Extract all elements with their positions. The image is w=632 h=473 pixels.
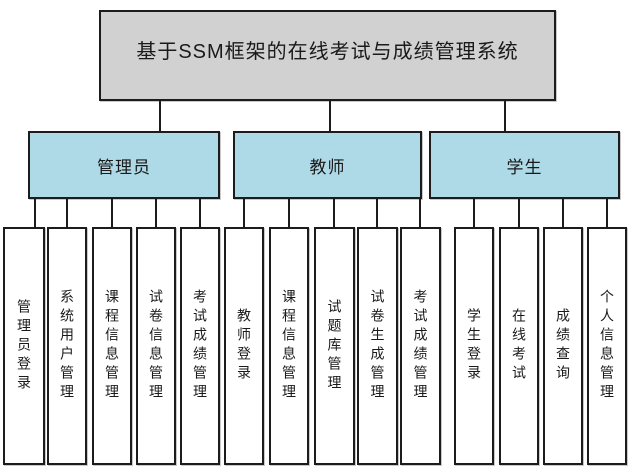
- connector-admin-2: [66, 197, 68, 228]
- connector-admin-4: [155, 197, 157, 228]
- leaf-node-admin-exam-score-mgmt-label: 考试成绩管理: [192, 289, 208, 403]
- connector-teacher-4: [376, 197, 378, 228]
- leaf-node-system-user-mgmt: 系统用户管理: [47, 227, 87, 465]
- leaf-node-admin-course-info-mgmt-label: 课程信息管理: [104, 289, 120, 403]
- branch-node-admin-label: 管理员: [97, 157, 151, 177]
- connector-root-student: [504, 99, 506, 133]
- leaf-node-paper-generation-mgmt-label: 试卷生成管理: [369, 289, 386, 403]
- connector-root-admin: [159, 99, 161, 133]
- leaf-node-student-login: 学生登录: [454, 227, 494, 465]
- connector-admin-3: [111, 197, 113, 228]
- branch-node-student: 学生: [429, 131, 620, 199]
- branch-node-teacher-label: 教师: [309, 157, 346, 177]
- leaf-node-student-login-label: 学生登录: [466, 308, 482, 384]
- root-node: 基于SSM框架的在线考试与成绩管理系统: [99, 10, 556, 101]
- leaf-node-score-query: 成绩查询: [543, 227, 583, 465]
- leaf-node-teacher-course-info-mgmt-label: 课程信息管理: [281, 289, 297, 403]
- leaf-node-paper-generation-mgmt: 试卷生成管理: [357, 227, 398, 465]
- connector-admin-1: [34, 197, 36, 228]
- leaf-node-teacher-login: 教师登录: [224, 227, 264, 465]
- connector-student-2: [518, 197, 520, 228]
- connector-student-1: [473, 197, 475, 228]
- connector-teacher-5: [419, 197, 421, 228]
- leaf-node-admin-login: 管理员登录: [3, 227, 45, 465]
- leaf-node-online-exam: 在线考试: [499, 227, 539, 465]
- connector-student-3: [562, 197, 564, 228]
- leaf-node-system-user-mgmt-label: 系统用户管理: [59, 289, 75, 403]
- leaf-node-admin-exam-score-mgmt: 考试成绩管理: [180, 227, 220, 465]
- leaf-node-personal-info-mgmt-label: 个人信息管理: [599, 289, 615, 403]
- leaf-node-teacher-login-label: 教师登录: [236, 308, 252, 384]
- connector-root-teacher: [329, 99, 331, 133]
- leaf-node-paper-info-mgmt-label: 试卷信息管理: [148, 289, 164, 403]
- leaf-node-teacher-course-info-mgmt: 课程信息管理: [269, 227, 309, 465]
- leaf-node-online-exam-label: 在线考试: [511, 308, 527, 384]
- leaf-node-admin-course-info-mgmt: 课程信息管理: [92, 227, 132, 465]
- connector-student-4: [606, 197, 608, 228]
- leaf-node-question-bank-mgmt-label: 试题库管理: [326, 298, 343, 394]
- connector-teacher-1: [243, 197, 245, 228]
- connector-teacher-3: [333, 197, 335, 228]
- branch-node-teacher: 教师: [233, 131, 422, 199]
- leaf-node-score-query-label: 成绩查询: [555, 308, 571, 384]
- leaf-node-paper-info-mgmt: 试卷信息管理: [136, 227, 176, 465]
- branch-node-student-label: 学生: [506, 157, 543, 177]
- leaf-node-personal-info-mgmt: 个人信息管理: [587, 227, 627, 465]
- leaf-node-question-bank-mgmt: 试题库管理: [314, 227, 355, 465]
- leaf-node-admin-login-label: 管理员登录: [16, 298, 32, 394]
- connector-teacher-2: [288, 197, 290, 228]
- root-node-label: 基于SSM框架的在线考试与成绩管理系统: [136, 41, 519, 63]
- leaf-node-teacher-exam-score-mgmt: 考试成绩管理: [400, 227, 441, 465]
- connector-admin-5: [199, 197, 201, 228]
- leaf-node-teacher-exam-score-mgmt-label: 考试成绩管理: [412, 289, 429, 403]
- branch-node-admin: 管理员: [28, 131, 220, 199]
